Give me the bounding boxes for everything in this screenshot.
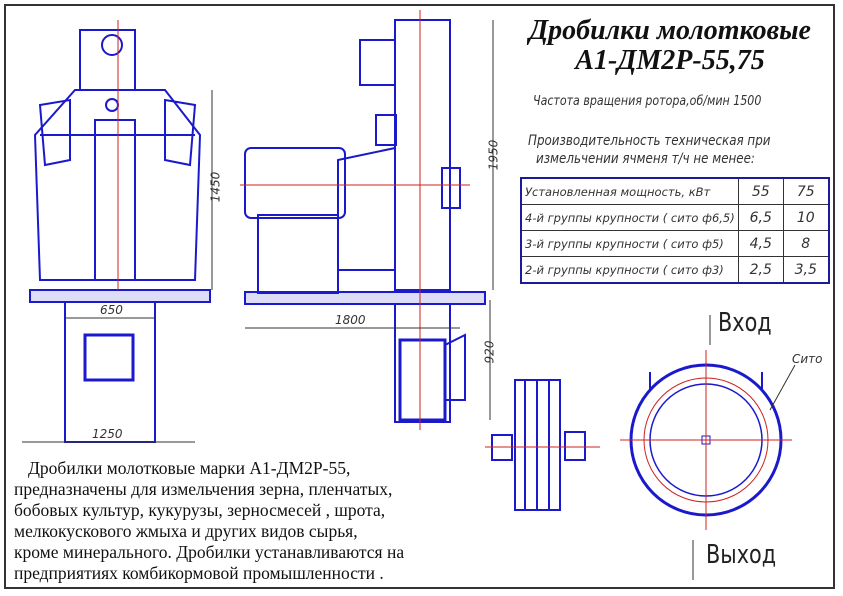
front-view-drawing [29,20,211,443]
rotor-speed: Частота вращения ротора,об/мин 1500 [533,94,762,109]
rotor-section-drawing [620,315,796,580]
description-line: предназначены для измельчения зерна, пле… [14,479,393,499]
row-label: 3-й группы крупности ( сито ф5) [520,230,739,257]
row-label: 4-й группы крупности ( сито ф6,5) [520,204,739,231]
dim-side-height: 1950 [486,139,501,171]
value-55: 4,5 [737,230,784,257]
dim-overall-width: 1250 [92,427,123,441]
sieve-label: Сито [792,352,823,366]
description-line: Дробилки молотковые марки А1-ДМ2Р-55, [28,458,351,478]
front-dimension-lines [22,90,213,443]
value-55: 2,5 [737,256,784,284]
productivity-line-2: измельчении ячменя т/ч не менее: [536,151,755,167]
inlet-label: Вход [718,308,772,338]
row-label: 2-й группы крупности ( сито ф3) [520,256,739,284]
rotor-side-drawing [485,379,600,511]
value-75: 8 [782,230,830,257]
side-view-drawing [240,10,486,430]
page-title: Дробилки молотковые А1-ДМ2Р-55,75 [505,16,835,76]
outlet-label: Выход [706,540,777,570]
value-75: 3,5 [782,256,830,284]
description-line: мелкокускового жмыха и других видов сырь… [14,521,358,541]
dim-base-width: 650 [100,303,123,317]
title-line-2: А1-ДМ2Р-55,75 [575,45,765,76]
description-line: предприятиях комбикормовой промышленност… [14,563,384,583]
dim-outlet-height: 920 [482,340,497,364]
productivity-line-1: Производительность техническая при [528,133,771,149]
side-dimension-lines [245,20,494,420]
description-line: бобовых культур, кукурузы, зерносмесей ,… [14,500,386,520]
dim-side-length: 1800 [335,313,366,327]
dim-front-height: 1450 [208,171,223,203]
row-label: Установленная мощность, кВт [520,177,739,205]
value-75: 75 [782,177,830,205]
value-75: 10 [782,204,830,231]
description-line: кроме минерального. Дробилки устанавлива… [14,542,405,562]
sheet-frame [4,4,835,589]
value-55: 55 [737,177,784,205]
value-55: 6,5 [737,204,784,231]
description-text: Дробилки молотковые марки А1-ДМ2Р-55, пр… [14,458,514,584]
title-line-1: Дробилки молотковые [529,15,811,46]
